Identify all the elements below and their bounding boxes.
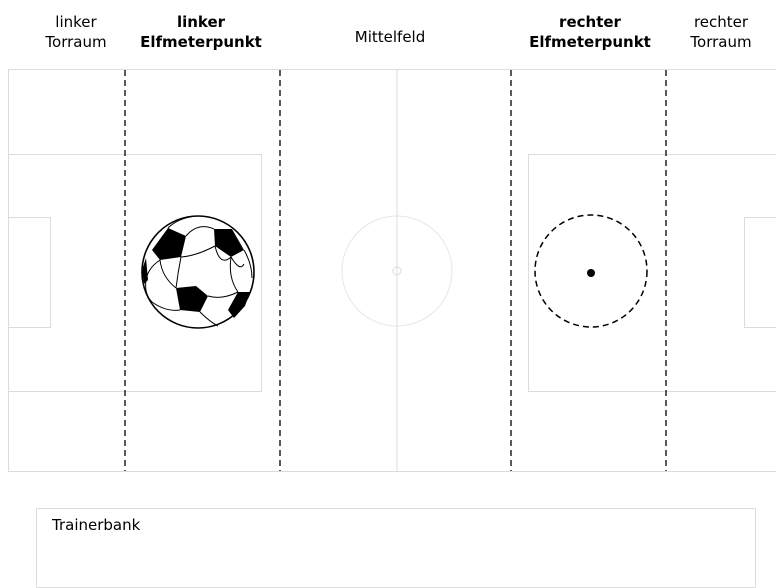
drop-target[interactable] [535, 215, 647, 327]
right-penalty-box [529, 155, 776, 392]
right-goal-box [745, 218, 776, 328]
trainer-bench[interactable]: Trainerbank [36, 508, 756, 588]
soccer-pitch [0, 0, 776, 500]
pitch-outline [9, 70, 776, 472]
bench-label: Trainerbank [52, 516, 140, 534]
left-goal-box [9, 218, 51, 328]
soccer-ball-icon[interactable] [142, 216, 254, 328]
target-spot [587, 269, 595, 277]
pitch-markings [9, 70, 776, 472]
